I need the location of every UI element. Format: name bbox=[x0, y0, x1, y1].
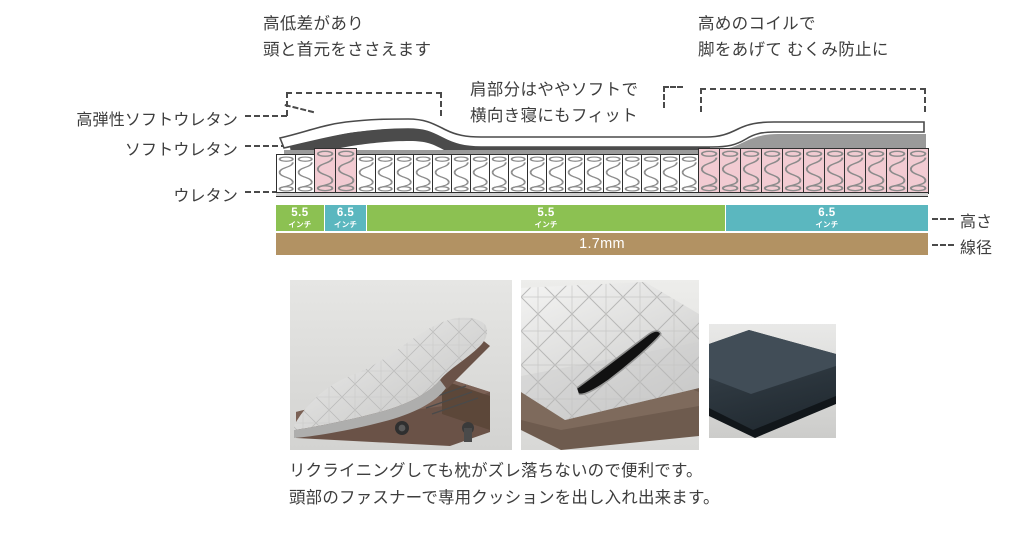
pocket-coil bbox=[450, 154, 472, 194]
bracket-shoulder-zone bbox=[663, 86, 683, 108]
pocket-coil bbox=[865, 148, 888, 194]
coil-height-value: 6.5 bbox=[818, 206, 836, 219]
pocket-coil bbox=[622, 154, 643, 194]
bracket-legs-zone bbox=[700, 88, 926, 112]
pocket-coil bbox=[802, 148, 825, 194]
coil-height-value: 5.5 bbox=[291, 206, 309, 219]
leader-line-urethane bbox=[245, 191, 287, 193]
label-wire-diameter: 線径 bbox=[960, 240, 993, 257]
bracket-head-zone bbox=[286, 92, 442, 116]
coil-height-unit: インチ bbox=[288, 220, 312, 229]
coil-height-unit: インチ bbox=[333, 220, 358, 229]
callout-shoulder-softness-text: 肩部分はややソフトで 横向き寝にもフィット bbox=[470, 81, 639, 125]
pocket-coil bbox=[355, 154, 377, 194]
pocket-coil bbox=[760, 148, 784, 194]
photo-caption: リクライニングしても枕がズレ落ちないので便利です。 頭部のファスナーで専用クッシ… bbox=[289, 462, 720, 508]
reclining-bed-photo bbox=[290, 280, 512, 450]
pocket-coil bbox=[740, 148, 763, 194]
pocket-coil bbox=[489, 154, 510, 194]
pocket-coil bbox=[374, 154, 396, 194]
callout-leg-elevation-text: 高めのコイルで 脚をあげて むくみ防止に bbox=[698, 15, 889, 59]
pocket-coil bbox=[295, 154, 316, 194]
pocket-coil bbox=[565, 154, 586, 194]
pocket-coil bbox=[641, 154, 662, 194]
pocket-coil bbox=[527, 154, 548, 194]
label-high-elastic-soft-urethane: 高弾性ソフトウレタン bbox=[76, 112, 238, 129]
label-urethane: ウレタン bbox=[173, 188, 238, 205]
wire-diameter-spec-bar: 1.7mm bbox=[276, 233, 928, 255]
pocket-coil bbox=[844, 148, 867, 194]
coil-height-unit: インチ bbox=[815, 220, 839, 229]
pocket-coil-row bbox=[276, 148, 930, 194]
pocket-coil bbox=[431, 154, 453, 194]
coil-height-value: 6.5 bbox=[336, 206, 355, 219]
pocket-coil bbox=[886, 148, 909, 194]
pocket-coil bbox=[719, 148, 742, 194]
leader-line-wire-diameter bbox=[932, 244, 954, 246]
mattress-base-plate bbox=[276, 192, 928, 197]
pocket-coil bbox=[334, 148, 358, 194]
pocket-coil bbox=[823, 148, 846, 194]
pocket-coil bbox=[412, 154, 434, 194]
wire-diameter-value: 1.7mm bbox=[579, 236, 625, 252]
leader-line-height bbox=[932, 218, 954, 220]
leader-line-high-elastic bbox=[245, 115, 287, 117]
callout-head-support-text: 高低差があり 頭と首元をささえます bbox=[263, 15, 432, 59]
pocket-coil bbox=[781, 148, 805, 194]
pocket-coil bbox=[276, 154, 297, 194]
leader-line-soft-urethane bbox=[245, 145, 287, 147]
pocket-coil bbox=[906, 148, 930, 194]
pocket-coil bbox=[314, 148, 337, 194]
pocket-coil bbox=[584, 154, 605, 194]
coil-height-unit: インチ bbox=[534, 220, 558, 229]
pocket-coil bbox=[698, 148, 721, 194]
pocket-coil bbox=[508, 154, 529, 194]
pocket-coil bbox=[660, 154, 681, 194]
pocket-coil bbox=[546, 154, 567, 194]
label-height: 高さ bbox=[960, 214, 993, 231]
pocket-coil bbox=[603, 154, 624, 194]
coil-height-value: 5.5 bbox=[537, 206, 555, 219]
pocket-coil bbox=[679, 154, 700, 194]
pocket-coil bbox=[469, 154, 491, 194]
pocket-coil bbox=[393, 154, 415, 194]
mattress-zipper-photo bbox=[521, 280, 699, 450]
cushion-photo bbox=[709, 288, 836, 450]
label-soft-urethane: ソフトウレタン bbox=[124, 142, 238, 159]
